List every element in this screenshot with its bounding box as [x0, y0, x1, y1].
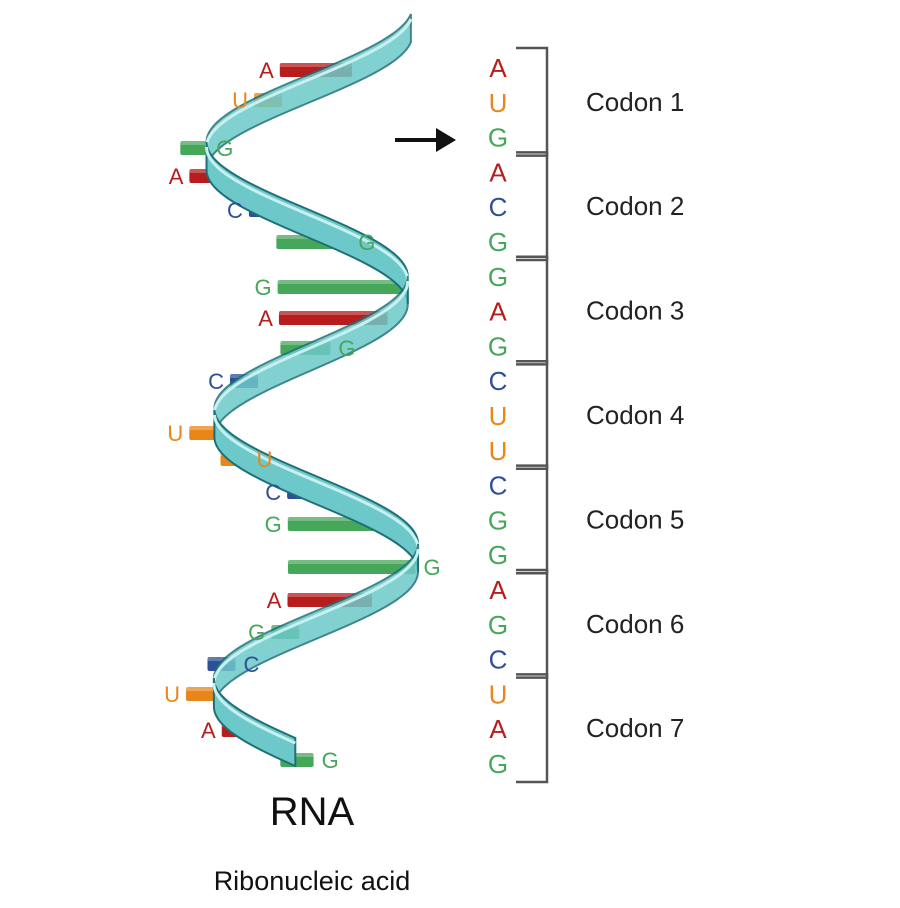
- helix-ribbon-segment: [207, 142, 408, 304]
- sequence-base-letter: G: [488, 749, 508, 779]
- codon-label: Codon 1: [586, 87, 684, 117]
- codon-label: Codon 5: [586, 504, 684, 534]
- sequence-base-letter: C: [489, 645, 508, 675]
- sequence-base-letter: A: [489, 297, 507, 327]
- sequence-base-letter: U: [489, 436, 508, 466]
- codon-label: Codon 3: [586, 296, 684, 326]
- codon-label: Codon 4: [586, 400, 684, 430]
- helix-base-letter: C: [227, 198, 243, 223]
- helix-base-letter: U: [256, 447, 272, 472]
- helix-base-letter: C: [243, 652, 259, 677]
- sequence-base-letter: G: [488, 505, 508, 535]
- codon-bracket: [516, 48, 547, 156]
- codon-label: Codon 6: [586, 609, 684, 639]
- sequence-base-letter: A: [489, 575, 507, 605]
- rna-subtitle: Ribonucleic acid: [0, 866, 624, 897]
- helix-base-letter: G: [248, 620, 265, 645]
- sequence-base-letter: G: [488, 262, 508, 292]
- helix-base-letter: G: [338, 336, 355, 361]
- sequence-base-letter: G: [488, 540, 508, 570]
- right-arrow-icon: [395, 128, 456, 152]
- helix-base-letter: G: [216, 136, 233, 161]
- codon-label: Codon 7: [586, 713, 684, 743]
- sequence-base-letter: C: [489, 366, 508, 396]
- codon-bracket: [516, 674, 547, 782]
- sequence-base-letter: G: [488, 610, 508, 640]
- sequence-base-letter: G: [488, 331, 508, 361]
- helix-ribbon-segment: [214, 276, 407, 438]
- codon-bracket: [516, 361, 547, 469]
- sequence-base-letter: A: [489, 714, 507, 744]
- sequence-base-letter: C: [489, 471, 508, 501]
- codon-bracket: [516, 257, 547, 365]
- codon-bracket: [516, 466, 547, 574]
- helix-base-letter: G: [424, 555, 441, 580]
- helix-base-letter: A: [258, 306, 273, 331]
- rna-title: RNA: [0, 790, 624, 835]
- helix-base-letter: A: [169, 164, 184, 189]
- sequence-base-letter: G: [488, 123, 508, 153]
- helix-base-letter: A: [201, 718, 216, 743]
- sequence-base-letter: A: [489, 53, 507, 83]
- sequence-base-letter: C: [489, 192, 508, 222]
- helix-base-letter: G: [322, 748, 339, 773]
- helix-base-letter: A: [259, 58, 274, 83]
- helix-base-letter: G: [358, 230, 375, 255]
- helix-base-letter: U: [167, 421, 183, 446]
- helix-base-letter: G: [265, 512, 282, 537]
- codon-label: Codon 2: [586, 191, 684, 221]
- helix-backbone: [207, 14, 418, 766]
- helix-base-letter: C: [208, 369, 224, 394]
- helix-ribbon-segment: [214, 410, 418, 572]
- codon-bracket: [516, 152, 547, 260]
- sequence-base-letter: U: [489, 679, 508, 709]
- sequence-base-letter: A: [489, 157, 507, 187]
- sequence-base-letter: U: [489, 88, 508, 118]
- sequence-base-letter: U: [489, 401, 508, 431]
- helix-base-letter: A: [267, 588, 282, 613]
- helix-base-letter: C: [265, 480, 281, 505]
- helix-base-letter: U: [164, 682, 180, 707]
- helix-base-letter: U: [232, 88, 248, 113]
- codon-bracket: [516, 570, 547, 678]
- helix-base-letter: G: [255, 275, 272, 300]
- sequence-base-letter: G: [488, 227, 508, 257]
